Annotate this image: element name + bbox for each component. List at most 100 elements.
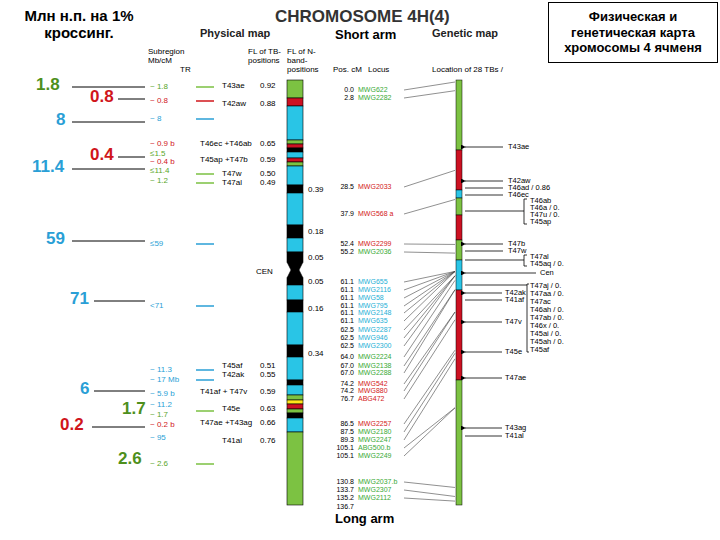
subregion-number: 1.7 — [122, 400, 146, 417]
subregion-number: 59 — [46, 230, 65, 247]
subregion-size: ~ 1.7 — [150, 411, 168, 419]
position-cm: 67.0 — [330, 369, 354, 377]
section-header: Physical map — [200, 28, 270, 39]
position-cm: 62.5 — [330, 334, 354, 342]
breakpoint-label: T47v — [505, 318, 522, 326]
n-band-value: 0.05 — [308, 278, 324, 286]
locus-name: MWG655 — [358, 278, 388, 285]
column-header: Subregion Mb/cM — [148, 48, 190, 66]
map-link — [404, 170, 455, 187]
locus-name: MWG2224 — [358, 353, 391, 360]
map-link — [404, 276, 455, 338]
subregion-size: ≤11.4 — [150, 167, 169, 175]
subregion-number: 2.6 — [118, 450, 142, 467]
locus-name: MWG946 — [358, 334, 388, 341]
locus-name: MWG635 — [358, 317, 388, 324]
breakpoint-label: T43ae — [508, 143, 529, 151]
breakpoint-label: T45ap — [530, 218, 551, 226]
breakpoint-label: T43ag — [505, 424, 526, 432]
subregion-size: ≤1.5 — [150, 150, 166, 158]
breakpoint-label: T47aj / 0. — [530, 282, 561, 290]
column-header: TR — [180, 66, 191, 74]
translocation-label: T42ak — [222, 371, 244, 379]
position-cm: 61.1 — [330, 278, 354, 286]
translocation-label: T45af — [222, 362, 242, 370]
fl-value: 0.51 — [260, 362, 276, 370]
locus-name: MWG2257 — [358, 420, 391, 427]
locus-name: ABG500.b — [358, 444, 390, 451]
diagram-title: CHROMOSOME 4H(4) — [275, 8, 450, 25]
breakpoint-label: T47ae — [505, 374, 526, 382]
position-cm: 67.0 — [330, 362, 354, 370]
locus-name: MWG2307 — [358, 486, 391, 493]
fl-value: 0.50 — [260, 170, 276, 178]
map-link — [404, 408, 455, 448]
breakpoint-label: T47aa / 0. — [530, 290, 564, 298]
translocation-label: T46ec +T46ab — [200, 140, 252, 148]
subregion-number: 6 — [80, 380, 89, 397]
position-cm: 0.0 — [330, 86, 354, 94]
fl-value: 0.66 — [260, 419, 276, 427]
translocation-label: T41al — [222, 437, 242, 445]
position-cm: 133.7 — [330, 486, 354, 494]
locus-name: MWG2116 — [358, 286, 391, 293]
position-cm: 2.8 — [330, 94, 354, 102]
translocation-label: T45e — [222, 405, 240, 413]
breakpoint-label: T45ah / 0. — [530, 338, 564, 346]
axis-note: Млн н.п. на 1% кроссинг. — [4, 8, 154, 41]
map-link — [404, 498, 455, 501]
position-cm: 61.1 — [330, 302, 354, 310]
subregion-number: 1.8 — [36, 76, 60, 93]
breakpoint-label: T47w — [508, 247, 526, 255]
translocation-label: T47ae +T43ag — [200, 419, 252, 427]
position-cm: 135.2 — [330, 494, 354, 502]
locus-name: MWG542 — [358, 380, 388, 387]
subregion-size: <71 — [150, 302, 164, 310]
locus-name: MWG2033 — [358, 183, 391, 190]
map-link — [404, 271, 455, 321]
subregion-size: ~ 5.9 b — [150, 390, 175, 398]
locus-name: MWG795 — [358, 302, 388, 309]
fl-value: 0.55 — [260, 371, 276, 379]
subregion-number: 71 — [70, 290, 89, 307]
locus-name: ABG472 — [358, 395, 384, 402]
position-cm: 105.1 — [330, 452, 354, 460]
translocation-label: T43ae — [222, 82, 245, 90]
position-cm: 130.8 — [330, 478, 354, 486]
subregion-size: ~ 95 — [150, 434, 166, 442]
map-link — [404, 82, 455, 90]
subregion-number: 0.2 — [60, 416, 84, 433]
centromere-label: CEN — [256, 268, 273, 276]
breakpoint-label: T41af — [505, 296, 524, 304]
locus-name: MWG2148 — [358, 309, 391, 316]
position-cm: 62.5 — [330, 326, 354, 334]
subregion-size: ~ 0.8 — [150, 97, 168, 105]
section-header: Genetic map — [432, 28, 498, 39]
translocation-label: T45ap +T47b — [200, 156, 248, 164]
map-link — [404, 244, 455, 245]
subregion-size: ~ 8 — [150, 115, 161, 123]
section-header: Short arm — [335, 28, 396, 41]
breakpoint-label: T41al — [505, 432, 524, 440]
locus-name: MWG2247 — [358, 436, 391, 443]
column-header: Pos. cM — [333, 66, 362, 74]
fl-value: 0.76 — [260, 437, 276, 445]
map-link — [404, 199, 455, 214]
fl-value: 0.88 — [260, 100, 276, 108]
locus-name: MWG2037.b — [358, 478, 397, 485]
locus-name: MWG2249 — [358, 452, 391, 459]
n-band-value: 0.39 — [308, 186, 324, 194]
map-link — [404, 252, 455, 253]
map-link — [404, 276, 455, 330]
position-cm: 55.2 — [330, 248, 354, 256]
map-link — [404, 408, 455, 456]
breakpoint-label: T46ec — [508, 191, 529, 199]
breakpoint-label: Cen — [540, 269, 554, 277]
position-cm: 37.9 — [330, 210, 354, 218]
map-link — [404, 271, 455, 290]
column-header: Locus — [368, 66, 389, 74]
breakpoint-label: T47ab / 0. — [530, 314, 564, 322]
breakpoint-label: T46ah / 0. — [530, 306, 564, 314]
map-link — [404, 280, 455, 357]
